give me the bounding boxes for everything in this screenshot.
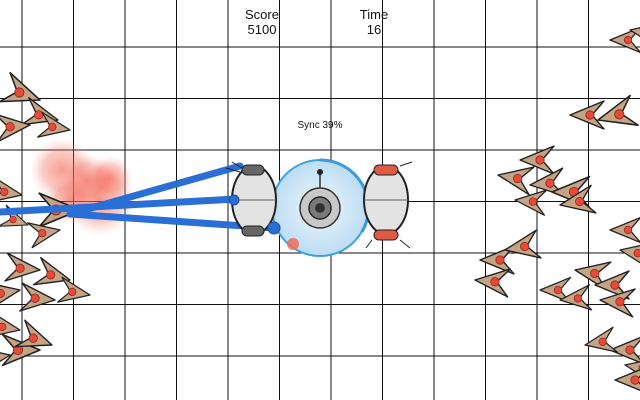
enemy-ship-icon [594,270,630,300]
explosion-layer [30,138,136,236]
enemy-ship-icon [597,94,639,126]
enemy-ship-icon [584,326,618,353]
enemy-ship-icon [599,288,636,318]
enemy-ship-icon [614,368,640,392]
enemy-ship-icon [0,71,41,103]
enemy-ship-icon [609,336,640,364]
enemy-swarm [0,22,640,392]
enemy-ship-icon [32,256,71,286]
enemy-ship-icon [569,100,605,130]
enemy-ship-icon [19,282,56,312]
enemy-ship-icon [37,111,71,138]
time-value: 16 [366,22,382,37]
enemy-ship-icon [519,145,555,175]
enemy-ship-icon [504,229,542,259]
core-turret-icon [299,169,341,229]
score-display: Score 5100 [222,7,302,37]
enemy-ship-icon [624,357,640,384]
time-label: Time [359,7,389,22]
score-value: 5100 [247,22,277,37]
enemy-ship-icon [609,26,640,54]
player-pod-left-icon[interactable] [225,161,281,237]
sync-meter-label: Sync 39% [297,120,343,131]
enemy-ship-icon [4,252,41,282]
enemy-ship-icon [0,311,21,338]
enemy-ship-icon [497,166,535,196]
score-label: Score [245,7,279,22]
enemy-ship-icon [474,268,511,298]
time-display: Time 16 [334,7,414,37]
explosion-cloud [88,156,132,200]
enemy-ship-icon [559,284,593,311]
enemy-ship-icon [14,319,53,348]
enemy-ship-icon [0,281,21,311]
enemy-ship-icon [1,333,41,367]
enemy-ship-icon [609,216,640,244]
player-pod-right-icon[interactable] [363,161,413,249]
tether-beam-cross [66,162,244,218]
sync-progress-arc [319,158,370,233]
enemy-ship-icon [0,113,31,143]
tether-beam-upper [0,195,240,216]
impact-spark [287,238,299,250]
enemy-ship-icon [0,176,23,203]
enemy-ship-icon [559,184,597,214]
enemy-ship-icon [479,245,515,275]
enemy-ship-icon [629,22,640,49]
enemy-ship-icon [57,276,91,303]
enemy-ship-icon [514,189,548,216]
enemy-ship-icon [0,347,11,374]
enemy-ship-icon [539,276,572,304]
enemy-ship-icon [27,222,61,249]
